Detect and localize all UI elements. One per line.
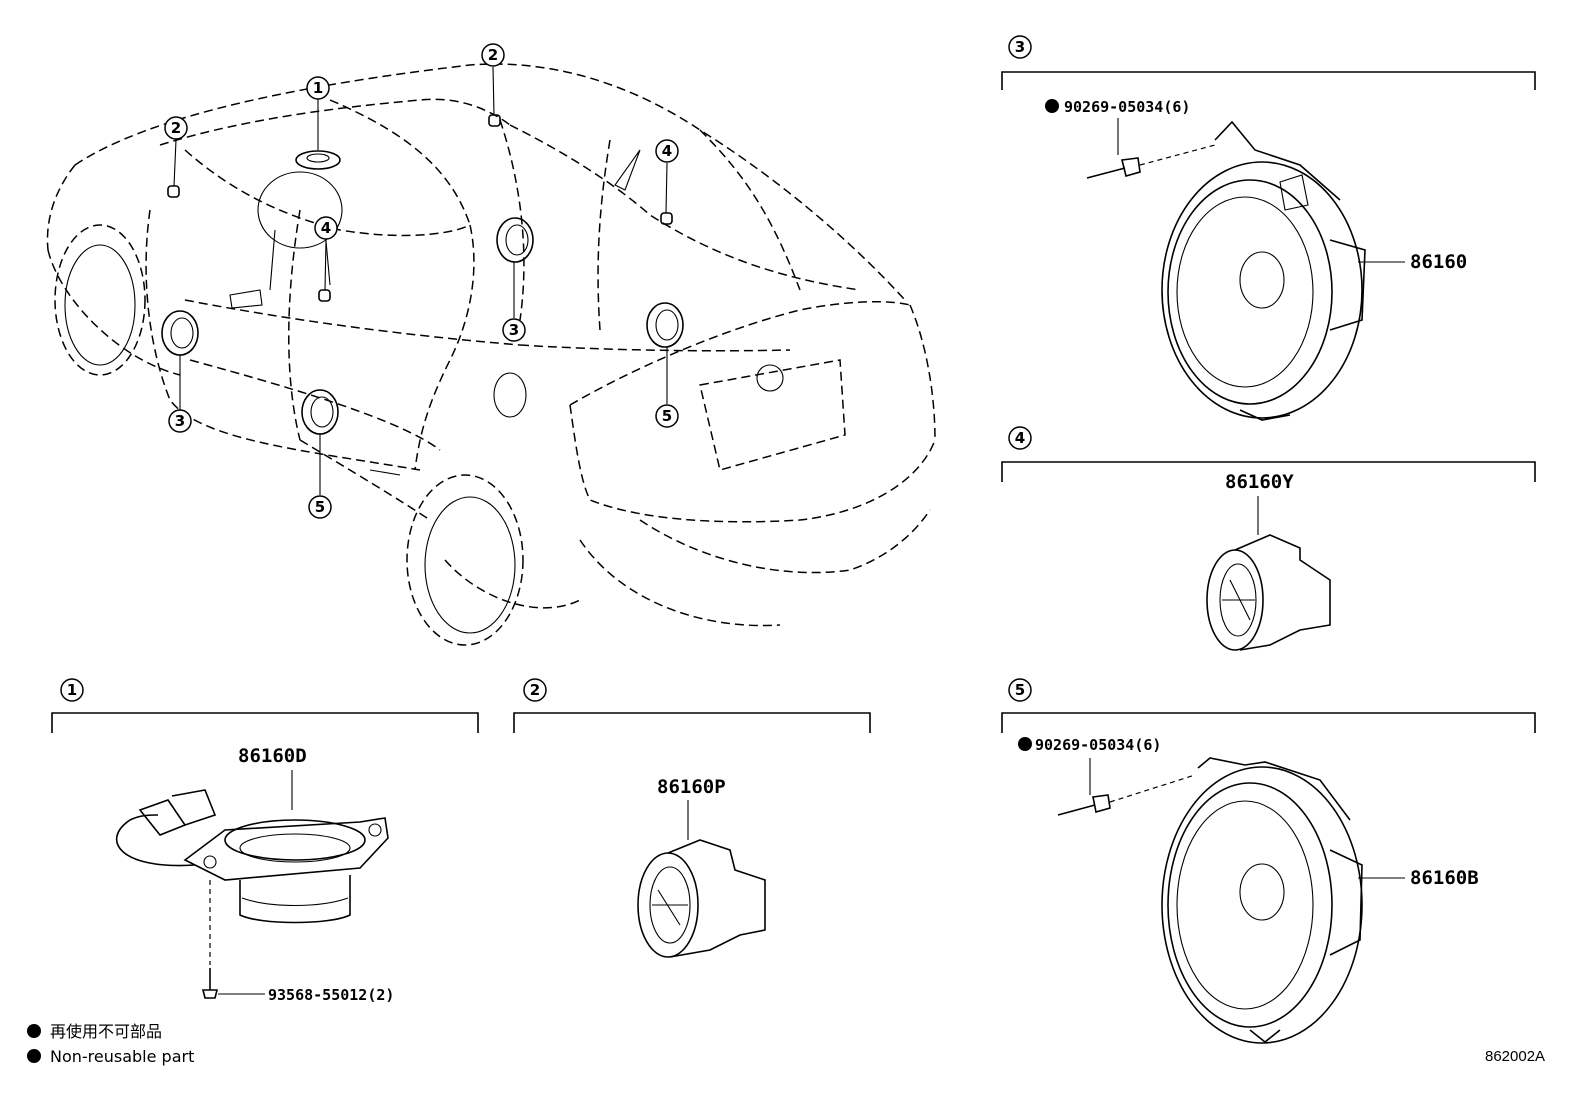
section-2-number-badge: [523, 678, 547, 702]
section-4-part-label: 86160Y: [1225, 471, 1294, 493]
legend-japanese-text: 再使用不可部品: [50, 1022, 162, 1041]
svg-text:1: 1: [313, 79, 323, 97]
section-2-bracket: [513, 712, 871, 733]
section-1: 1 86160D 93568-55012(2): [51, 678, 479, 1004]
callout-2-left: 2: [164, 116, 188, 140]
svg-text:3: 3: [175, 412, 185, 430]
legend-bullet-icon: [27, 1049, 41, 1063]
svg-text:4: 4: [662, 142, 672, 160]
door-speaker-86160B-icon: [1161, 757, 1363, 1044]
non-reusable-bullet-icon: [1045, 99, 1059, 113]
svg-text:1: 1: [67, 681, 77, 699]
callout-5-right: 5: [655, 404, 679, 428]
rear-left-door-speaker-icon: [301, 389, 339, 435]
rivet-icon: [1086, 157, 1141, 179]
section-1-screw-label: 93568-55012(2): [268, 986, 394, 1004]
dash-speaker-86160D-icon: [115, 789, 389, 924]
section-3-bracket: [1001, 71, 1536, 90]
svg-text:5: 5: [315, 498, 325, 516]
tweeter-86160P-icon: [637, 839, 766, 958]
svg-text:4: 4: [1015, 429, 1025, 447]
callout-4-right: 4: [655, 139, 679, 163]
callout-2-right: 2: [481, 43, 505, 67]
section-2-part-label: 86160P: [657, 776, 726, 798]
door-speaker-86160-icon: [1161, 120, 1366, 421]
section-1-part-label: 86160D: [238, 745, 307, 767]
rivet-icon: [1057, 794, 1111, 816]
section-2: 2 86160P: [513, 678, 871, 958]
section-4-bracket: [1001, 461, 1536, 482]
callout-1: 1: [306, 76, 330, 100]
section-5-number-badge: [1008, 678, 1032, 702]
callout-3-right: 3: [502, 318, 526, 342]
svg-text:5: 5: [1015, 681, 1025, 699]
tweeter-86160Y-icon: [1206, 534, 1331, 651]
section-4-number-badge: [1008, 426, 1032, 450]
section-5-part-label: 86160B: [1410, 867, 1479, 889]
non-reusable-bullet-icon: [1018, 737, 1032, 751]
svg-text:2: 2: [171, 119, 181, 137]
car-illustration: [46, 63, 936, 646]
figure-reference-code: 862002A: [1485, 1048, 1545, 1065]
svg-text:3: 3: [509, 321, 519, 339]
front-right-door-speaker-icon: [496, 217, 534, 263]
legend-bullet-icon: [27, 1024, 41, 1038]
section-1-number-badge: [60, 678, 84, 702]
section-3: 3 90269-05034(6) 86160: [1001, 35, 1536, 421]
svg-text:2: 2: [488, 46, 498, 64]
section-5-rivet-label: 90269-05034(6): [1035, 736, 1161, 754]
section-4: 4 86160Y: [1001, 426, 1536, 651]
callout-5-left: 5: [308, 495, 332, 519]
svg-text:5: 5: [662, 407, 672, 425]
section-3-number-badge: [1008, 35, 1032, 59]
section-3-part-label: 86160: [1410, 251, 1467, 273]
screw-icon: [201, 968, 219, 999]
rear-right-door-speaker-icon: [646, 302, 684, 348]
callout-4-left: 4: [314, 216, 338, 240]
svg-text:2: 2: [530, 681, 540, 699]
section-5-bracket: [1001, 712, 1536, 733]
callout-3-left: 3: [168, 409, 192, 433]
svg-text:4: 4: [321, 219, 331, 237]
legend-english-text: Non-reusable part: [50, 1047, 194, 1066]
front-left-door-speaker-icon: [161, 310, 199, 356]
dash-center-speaker-icon: [295, 150, 341, 170]
section-1-bracket: [51, 712, 479, 733]
section-3-rivet-label: 90269-05034(6): [1064, 98, 1190, 116]
tweeter-icons: [167, 114, 673, 302]
svg-text:3: 3: [1015, 38, 1025, 56]
legend: 再使用不可部品 Non-reusable part: [27, 1022, 194, 1066]
section-5: 5 90269-05034(6) 86160B: [1001, 678, 1536, 1044]
